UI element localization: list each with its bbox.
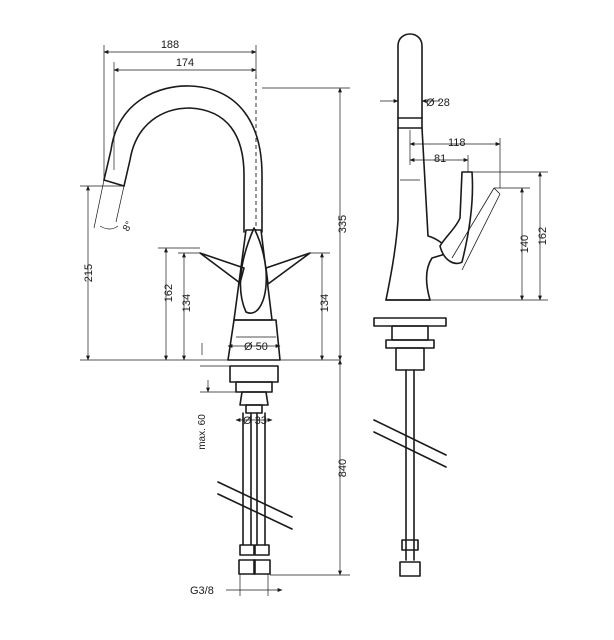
fitting-left [238, 559, 256, 575]
fitting-right [253, 559, 271, 575]
dim-height-lever-right: 134 [319, 294, 331, 312]
side-fitting-top [401, 539, 419, 551]
side-break-line-1 [373, 419, 447, 456]
dim-base-diameter: Ø 50 [244, 341, 268, 353]
spout-tip [103, 179, 125, 187]
fitting-left-top [239, 544, 255, 556]
lever-handle [239, 227, 268, 314]
dim-max-thickness: max. 60 [197, 414, 208, 450]
dim-lever-reach-inner: 81 [434, 153, 446, 165]
dim-thread: G3/8 [190, 585, 214, 597]
mounting-bolt [245, 404, 263, 414]
mounting-nut [235, 381, 273, 393]
spout-inner-outline [123, 107, 245, 233]
side-nut [391, 325, 429, 341]
dim-head-diameter: Ø 28 [426, 97, 450, 109]
dim-hose-length: 840 [337, 459, 349, 477]
dim-width-inner: 174 [176, 57, 194, 69]
break-line-left-1 [217, 481, 293, 518]
side-lever [439, 171, 474, 265]
side-bolt [395, 347, 425, 371]
side-washer [385, 339, 435, 349]
fitting-right-top [254, 544, 270, 556]
break-line-left-2 [217, 493, 293, 530]
side-break-line-2 [373, 431, 447, 468]
faucet-base [227, 319, 281, 361]
mounting-flange [229, 365, 279, 383]
side-flange [373, 317, 447, 327]
side-spout-head [397, 33, 423, 119]
lever-right-wing [265, 252, 311, 285]
side-body [385, 127, 453, 301]
lever-left-wing [199, 252, 245, 284]
dim-width-outer: 188 [161, 39, 179, 51]
front-view: 188 174 8° 215 162 134 134 335 Ø 50 [80, 39, 350, 597]
side-spout-band [397, 117, 423, 129]
side-fitting [399, 561, 421, 577]
side-lever-swing [451, 187, 501, 271]
side-view: Ø 28 118 81 140 162 [373, 33, 549, 577]
dim-lever-height-outer: 162 [537, 227, 549, 245]
dim-height-lever-inner: 134 [181, 294, 193, 312]
dim-height-spout: 215 [83, 264, 95, 282]
dim-shank-diameter: Ø 33 [243, 415, 267, 427]
dim-lever-reach-outer: 118 [448, 137, 466, 149]
mounting-washer [239, 391, 269, 406]
spout-outline [103, 85, 263, 233]
dim-height-lever-outer: 162 [163, 284, 175, 302]
dim-angle: 8° [121, 220, 135, 234]
dim-total-height: 335 [337, 215, 349, 233]
dim-lever-height-inner: 140 [519, 235, 531, 253]
